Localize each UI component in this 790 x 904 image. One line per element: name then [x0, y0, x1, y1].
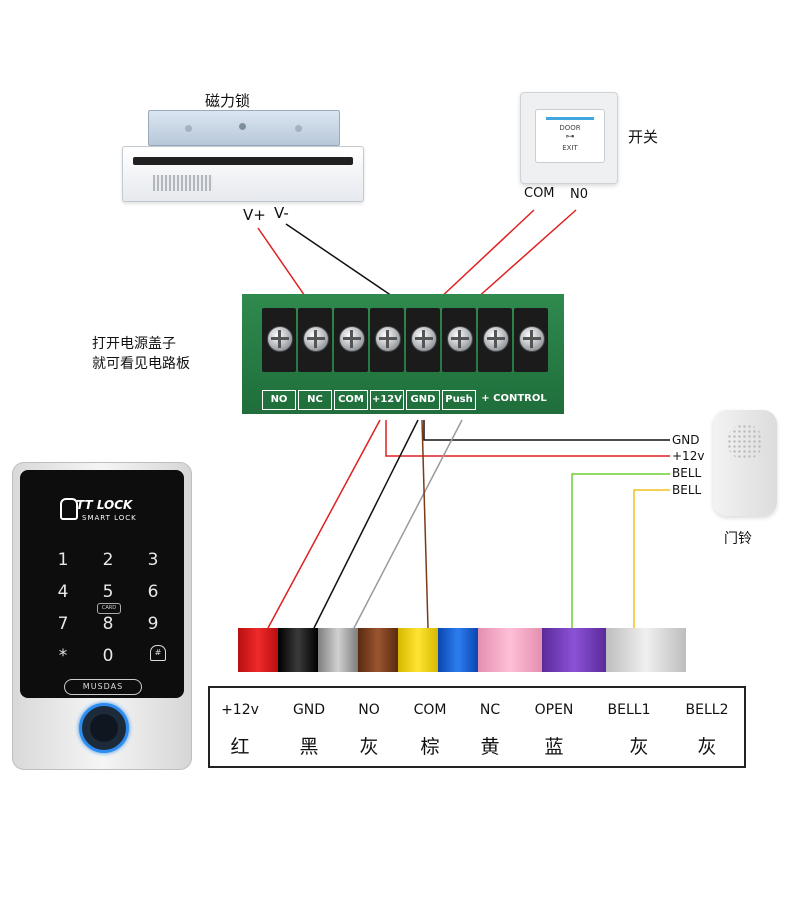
screw-icon — [303, 326, 329, 352]
speaker-icon — [727, 424, 763, 460]
key-icon: ⊶ — [565, 132, 575, 142]
cable-black — [278, 628, 318, 672]
wire-dev-gray — [353, 419, 463, 629]
legend-color-bell1: 灰 — [629, 736, 649, 758]
wire-bell-gnd — [423, 420, 670, 441]
maglock-body — [122, 146, 364, 202]
key-5[interactable]: 5 — [102, 582, 114, 602]
legend-name-bell2: BELL2 — [685, 702, 729, 718]
legend-color-open: 蓝 — [544, 736, 564, 758]
terminal-label-push: Push — [442, 390, 476, 410]
bell-wire-bell-a: BELL — [672, 466, 702, 480]
key-4[interactable]: 4 — [57, 582, 69, 602]
legend-name-gnd: GND — [292, 702, 326, 718]
wire-dev-brown — [421, 419, 429, 629]
screw-icon — [339, 326, 365, 352]
bell-title: 门铃 — [724, 531, 752, 547]
legend-color-bell2: 灰 — [697, 736, 717, 758]
device-brand: TT LOCK — [76, 498, 133, 512]
terminal-label-control: + CONTROL - — [481, 393, 547, 422]
board-note-line2: 就可看见电路板 — [92, 356, 190, 372]
wire-bell-12v — [385, 420, 670, 457]
terminal-label-no: NO — [262, 390, 296, 410]
door-bell — [713, 410, 777, 516]
cable-yellow — [398, 628, 438, 672]
screw-icon — [483, 326, 509, 352]
doorbell-key-icon[interactable]: # — [150, 645, 166, 661]
bell-wire-gnd: GND — [672, 433, 700, 447]
device-model: MUSDAS — [64, 679, 142, 695]
wire-dev-red — [267, 419, 381, 629]
key-0[interactable]: 0 — [102, 646, 114, 666]
wire-color-legend: +12v GND NO COM NC OPEN BELL1 BELL2 红 黑 … — [208, 686, 746, 768]
key-1[interactable]: 1 — [57, 550, 69, 570]
key-star[interactable]: * — [58, 646, 68, 666]
legend-name-nc: NC — [479, 702, 501, 718]
screw-icon — [447, 326, 473, 352]
cable-white — [606, 628, 686, 672]
legend-color-12v: 红 — [230, 736, 250, 758]
key-8[interactable]: 8 — [102, 614, 114, 634]
screw-icon — [375, 326, 401, 352]
legend-name-com: COM — [413, 702, 447, 718]
key-9[interactable]: 9 — [147, 614, 159, 634]
hand-logo-icon — [60, 498, 78, 520]
legend-color-no: 灰 — [359, 736, 379, 758]
card-label: CARD — [97, 603, 121, 614]
legend-name-open: OPEN — [534, 702, 574, 718]
key-2[interactable]: 2 — [102, 550, 114, 570]
terminal-label-12v: +12V — [370, 390, 404, 410]
board-note: 打开电源盖子 就可看见电路板 — [92, 334, 190, 374]
legend-name-12v: +12v — [221, 702, 259, 718]
cable-gray — [318, 628, 358, 672]
terminal-label-com: COM — [334, 390, 368, 410]
legend-color-gnd: 黑 — [299, 736, 319, 758]
bell-wire-12v: +12v — [672, 449, 705, 463]
device-brand-sub: SMART LOCK — [82, 514, 137, 522]
key-3[interactable]: 3 — [147, 550, 159, 570]
circuit-board: NO NC COM +12V GND Push + CONTROL - — [242, 294, 564, 422]
cable-blue — [438, 628, 478, 672]
fingerprint-sensor-icon[interactable] — [79, 703, 129, 753]
legend-name-bell1: BELL1 — [607, 702, 651, 718]
cable-purple — [542, 628, 606, 672]
terminal-label-nc: NC — [298, 390, 332, 410]
exit-switch-no-label: N0 — [570, 187, 588, 202]
cable-brown — [358, 628, 398, 672]
key-6[interactable]: 6 — [147, 582, 159, 602]
legend-name-no: NO — [358, 702, 380, 718]
screw-icon — [519, 326, 545, 352]
maglock-title: 磁力锁 — [205, 92, 251, 110]
legend-color-com: 棕 — [420, 736, 440, 758]
screw-icon — [411, 326, 437, 352]
exit-switch: DOOR ⊶ EXIT — [520, 92, 618, 184]
exit-switch-exit-text: EXIT — [562, 144, 578, 152]
maglock-vplus-label: V+ — [243, 206, 266, 224]
cable-pink — [478, 628, 542, 672]
wire-bell1 — [571, 473, 670, 628]
exit-switch-title: 开关 — [628, 128, 659, 146]
terminal-label-gnd: GND — [406, 390, 440, 410]
screw-icon — [267, 326, 293, 352]
key-7[interactable]: 7 — [57, 614, 69, 634]
wire-bell2 — [633, 489, 670, 628]
maglock-vminus-label: V- — [274, 204, 289, 222]
cable-red — [238, 628, 278, 672]
maglock-armature — [148, 110, 340, 146]
legend-color-nc: 黄 — [480, 736, 500, 758]
board-note-line1: 打开电源盖子 — [92, 336, 176, 352]
access-keypad: TT LOCK SMART LOCK 1 2 3 4 5 6 CARD 7 8 … — [12, 462, 192, 770]
wire-dev-black — [313, 419, 419, 629]
bell-wire-bell-b: BELL — [672, 483, 702, 497]
exit-switch-door-text: DOOR — [559, 124, 581, 132]
exit-switch-com-label: COM — [524, 186, 555, 201]
